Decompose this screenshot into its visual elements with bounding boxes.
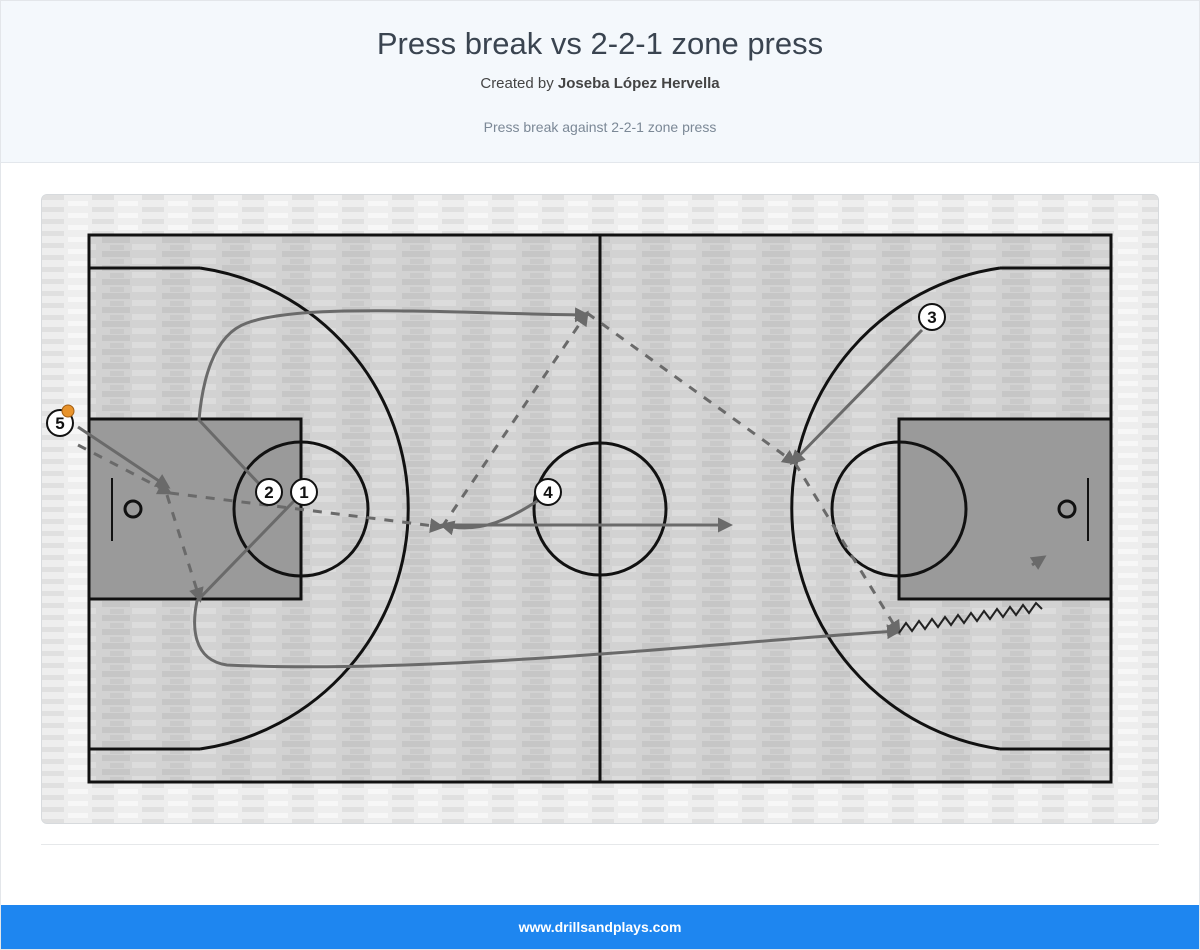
dribble-line [898,601,1043,634]
page-header: Press break vs 2-2-1 zone press Created … [1,1,1199,163]
author-name: Joseba López Hervella [557,75,720,92]
right-paint [897,417,1113,601]
pass-to-top [440,310,589,528]
player-4-label: 4 [543,483,553,502]
cut-4 [439,498,540,536]
cut-5 [77,425,171,489]
page-title: Press break vs 2-2-1 zone press [376,26,824,61]
cut-2 [197,307,590,489]
court-svg: 1 2 3 4 5 [42,195,1158,823]
player-3-label: 3 [927,308,936,327]
left-rim [123,499,143,519]
player-4[interactable]: 4 [534,478,562,506]
player-2-label: 2 [264,483,273,502]
player-1[interactable]: 1 [290,478,318,506]
dribble-arrowhead [1029,555,1047,570]
cut-3 [789,328,924,466]
court-lines [87,233,1113,784]
credit-prefix: Created by [480,75,558,92]
player-2[interactable]: 2 [255,478,283,506]
right-rim [1057,499,1077,519]
player-5-label: 5 [55,414,64,433]
cut-lines [77,307,924,669]
site-link[interactable]: www.drillsandplays.com [518,919,682,935]
play-diagram: 1 2 3 4 5 [41,194,1159,824]
player-1-label: 1 [299,483,308,502]
basketball-icon [61,404,75,418]
pass-to-corner [793,462,901,636]
cut-1 [193,499,902,669]
pass-to-3 [586,311,798,465]
pass-lines [77,310,901,636]
player-5[interactable]: 5 [46,404,75,437]
pass-inbound-alt [165,494,204,603]
author-credit: Created by Joseba López Hervella [1,75,1199,92]
player-3[interactable]: 3 [918,303,946,331]
left-paint [87,417,303,601]
page-footer: www.drillsandplays.com [1,905,1199,949]
content-divider [41,844,1159,845]
play-description: Press break against 2-2-1 zone press [483,119,717,135]
